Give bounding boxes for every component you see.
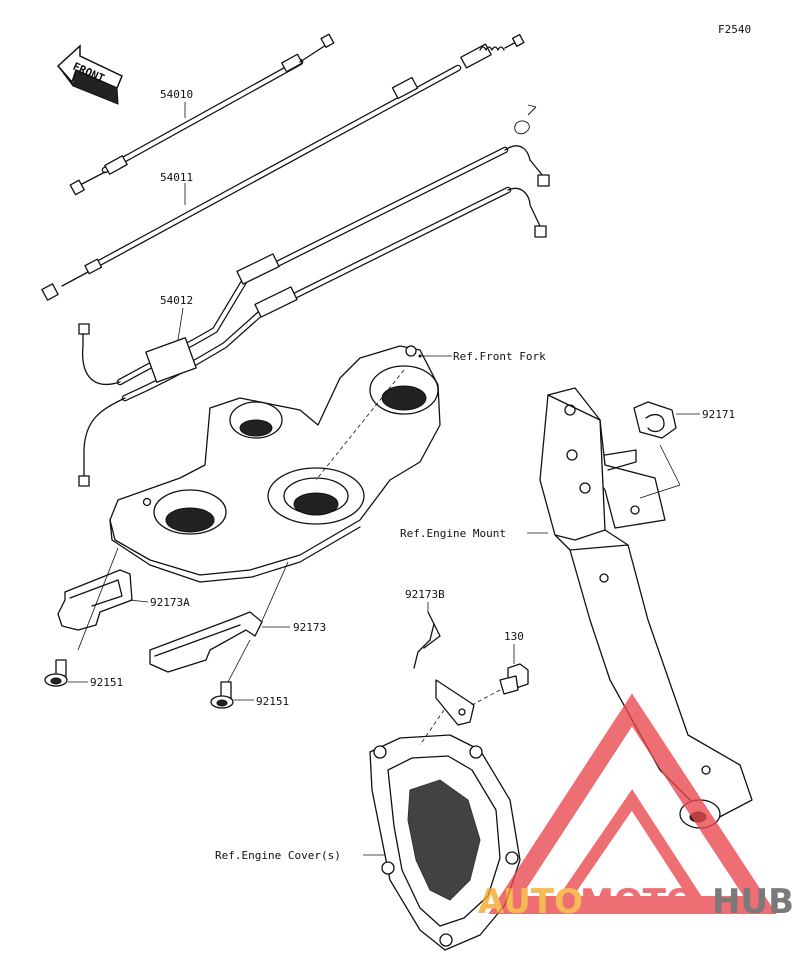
clip-92171 bbox=[633, 401, 700, 499]
engine-mount-bracket bbox=[527, 387, 753, 829]
diagram-code: F2540 bbox=[718, 23, 751, 36]
part-label-92173: 92173 bbox=[293, 621, 326, 634]
ref-engine-cover: Ref.Engine Cover(s) bbox=[215, 849, 341, 862]
part-label-54012: 54012 bbox=[160, 294, 193, 307]
part-label-130: 130 bbox=[504, 630, 524, 643]
wire-clip-92173 bbox=[149, 561, 290, 673]
automotohub-logo: AUTO MOTO HUB bbox=[478, 693, 794, 922]
part-label-92151-center: 92151 bbox=[256, 695, 289, 708]
throttle-cables-54012 bbox=[78, 104, 550, 487]
part-label-92151-left: 92151 bbox=[90, 676, 123, 689]
part-label-54010: 54010 bbox=[160, 88, 193, 101]
front-arrow-icon: FRONT bbox=[56, 44, 123, 105]
clutch-cable-54010 bbox=[69, 33, 335, 196]
wire-clip-92173A bbox=[57, 547, 149, 651]
bolt-92151-left bbox=[44, 659, 88, 687]
part-label-54011: 54011 bbox=[160, 171, 193, 184]
engine-cover bbox=[363, 709, 521, 951]
bolt-130 bbox=[469, 644, 529, 707]
watermark-auto: AUTO bbox=[478, 882, 583, 922]
part-label-92173B: 92173B bbox=[405, 588, 445, 601]
ref-engine-mount: Ref.Engine Mount bbox=[400, 527, 506, 540]
part-label-92171: 92171 bbox=[702, 408, 735, 421]
triple-clamp bbox=[109, 345, 452, 583]
ref-front-fork: Ref.Front Fork bbox=[453, 350, 546, 363]
clip-92173B bbox=[413, 602, 475, 726]
part-label-92173A: 92173A bbox=[150, 596, 190, 609]
watermark-hub: HUB bbox=[712, 882, 794, 922]
watermark-moto: MOTO bbox=[580, 882, 695, 922]
bolt-92151-center bbox=[210, 639, 254, 709]
leader-dot-front-fork bbox=[418, 354, 422, 358]
cable-54011 bbox=[41, 33, 525, 301]
